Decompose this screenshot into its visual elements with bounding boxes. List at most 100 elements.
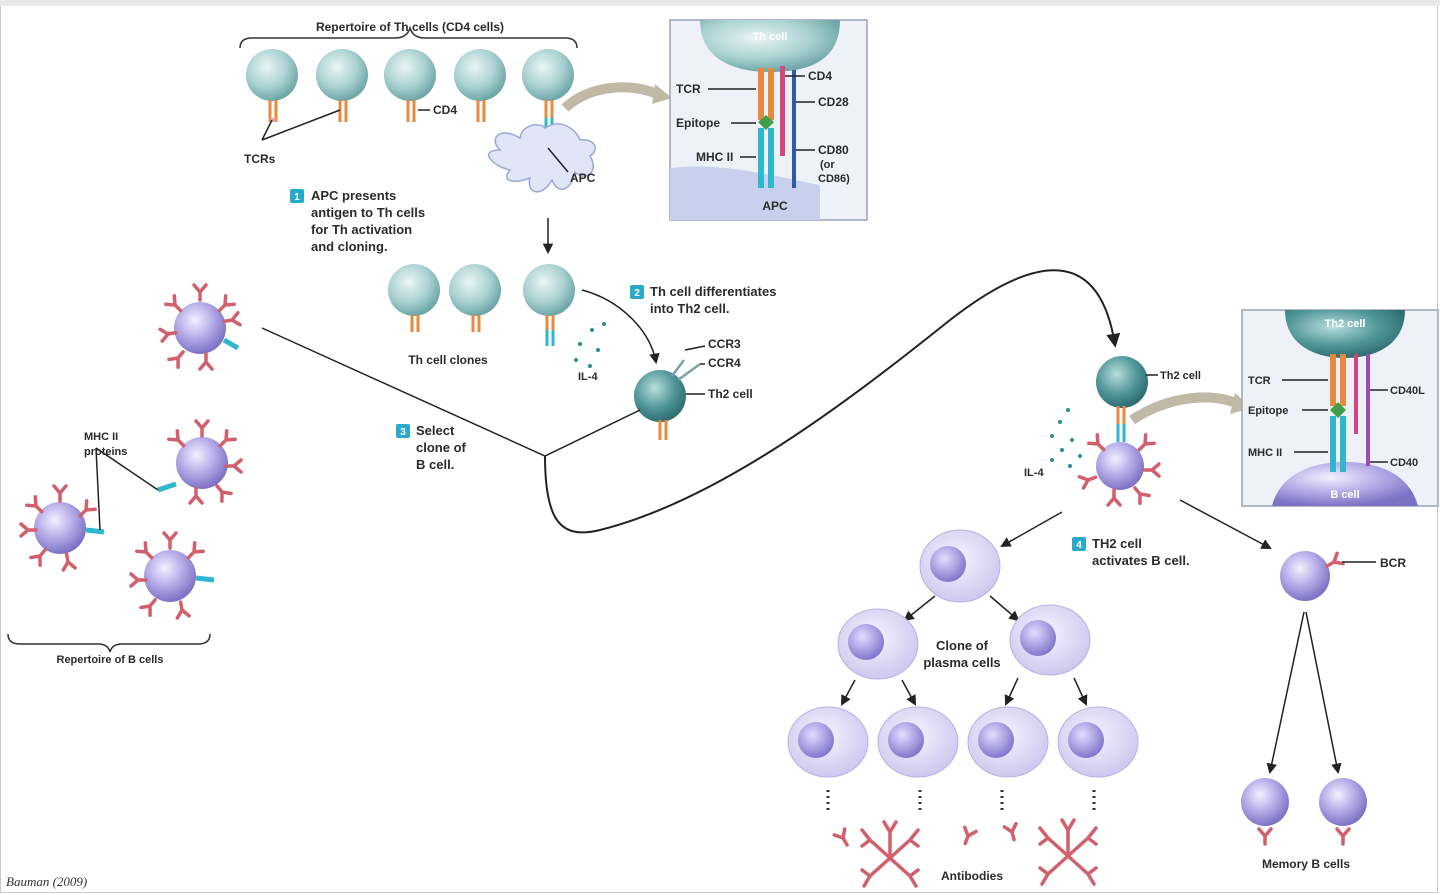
th-cell xyxy=(316,49,368,122)
inset1-epitope-label: Epitope xyxy=(676,116,720,130)
plasma-cell xyxy=(1057,706,1139,778)
arrow-to-plasma xyxy=(1000,511,1063,548)
inset1-th-cell-label: Th cell xyxy=(753,31,788,43)
mhc-proteins-label-1: MHC II xyxy=(84,431,118,443)
step-4-line-2: activates B cell. xyxy=(1092,553,1190,568)
plasma-label-2: plasma cells xyxy=(923,655,1000,670)
arrow-memory-r xyxy=(1305,611,1342,775)
step-2-line-1: Th cell differentiates xyxy=(650,284,776,299)
ccr4-label: CCR4 xyxy=(708,356,741,370)
th-clone xyxy=(388,264,440,332)
th-clones-label: Th cell clones xyxy=(408,353,488,367)
inset1-th-cell xyxy=(700,20,840,72)
b-cell xyxy=(129,531,215,620)
b-cell-activated xyxy=(1077,433,1161,507)
plasma-cell-bottom-row xyxy=(787,706,1139,778)
apc-label: APC xyxy=(570,171,596,185)
arrow-clone-to-th2 xyxy=(581,289,660,365)
plasma-cell-top xyxy=(919,529,1001,603)
th-cell-clones xyxy=(388,264,575,346)
arrow-memory-l xyxy=(1266,611,1305,775)
inset1-epitope xyxy=(758,115,774,130)
inset1-apc-label: APC xyxy=(762,199,788,213)
step-4-text: 4 TH2 cell activates B cell. xyxy=(1072,536,1190,568)
inset1-pointer-arrow xyxy=(561,82,662,112)
memory-b-cell-parent xyxy=(1280,551,1345,601)
tcrs-leaders xyxy=(261,109,341,141)
bcr-label: BCR xyxy=(1380,556,1406,570)
step-3-line-3: B cell. xyxy=(416,457,454,472)
arrow-plasma-r xyxy=(989,595,1020,622)
th-repertoire-brace xyxy=(239,25,578,49)
inset1-cd86-label: CD86) xyxy=(818,173,850,185)
mhc-proteins-label-2: proteins xyxy=(84,446,127,458)
il4-dots xyxy=(574,322,606,368)
antibody-pentamer xyxy=(860,820,920,888)
mhc-proteins-leaders xyxy=(95,447,159,531)
step-1-number: 1 xyxy=(294,192,300,203)
th2-cell xyxy=(634,359,701,440)
memory-b-cell xyxy=(1319,778,1367,846)
th2-label: Th2 cell xyxy=(708,387,753,401)
inset2-bcell-label: B cell xyxy=(1330,489,1359,501)
il4-dots-right xyxy=(1050,408,1082,468)
th-cell xyxy=(246,49,298,122)
th-cell xyxy=(384,49,436,122)
step-1-badge xyxy=(290,189,304,203)
il4-right-label: IL-4 xyxy=(1024,467,1044,479)
step-1-line-2: antigen to Th cells xyxy=(311,205,425,220)
memory-b-cell xyxy=(1241,778,1289,846)
step-4-number: 4 xyxy=(1076,540,1082,551)
inset-th2-bcell-synapse: Th2 cell B cell TCR Epitope MHC II CD40L… xyxy=(1241,309,1439,507)
b-cell xyxy=(19,484,105,572)
th2-cell-right xyxy=(1096,356,1148,442)
inset2-mhc-label: MHC II xyxy=(1248,447,1282,459)
step-3-text: 3 Select clone of B cell. xyxy=(396,423,467,472)
cd4-label: CD4 xyxy=(433,103,457,117)
b-cell-selected xyxy=(158,283,242,371)
plasma-cell xyxy=(877,706,959,778)
th-repertoire-label: Repertoire of Th cells (CD4 cells) xyxy=(316,20,504,34)
inset1-tcr-label: TCR xyxy=(676,82,701,96)
inset1-mhc-label: MHC II xyxy=(696,150,733,164)
step-1-line-1: APC presents xyxy=(311,188,396,203)
inset1-cd80-or-label: (or xyxy=(820,159,835,171)
step-2-number: 2 xyxy=(634,288,640,299)
step-2-line-2: into Th2 cell. xyxy=(650,301,729,316)
plasma-cell xyxy=(967,706,1049,778)
inset1-apc-surface xyxy=(670,166,820,220)
long-arrow-to-th2-activation xyxy=(544,269,1121,534)
inset1-cd28-label: CD28 xyxy=(818,95,849,109)
ccr3-label: CCR3 xyxy=(708,337,741,351)
b-cell xyxy=(157,419,243,505)
th2-cell-right-label: Th2 cell xyxy=(1160,370,1201,382)
arrow-plasma-l xyxy=(903,595,936,622)
apc-leader xyxy=(547,147,569,173)
inset2-epitope-label: Epitope xyxy=(1248,405,1288,417)
th-cell xyxy=(454,49,506,122)
memory-label: Memory B cells xyxy=(1262,857,1350,871)
arrow-to-memory xyxy=(1179,499,1272,549)
step-1-text: 1 APC presents antigen to Th cells for T… xyxy=(290,188,425,254)
source-credit: Bauman (2009) xyxy=(6,874,87,889)
inset1-cd4 xyxy=(780,66,785,156)
inset1-cd80-label: CD80 xyxy=(818,143,849,157)
inset2-tcr-label: TCR xyxy=(1248,375,1271,387)
top-border xyxy=(0,0,1440,6)
apc-cell xyxy=(488,123,596,193)
th-clone xyxy=(449,264,501,332)
antibodies-label: Antibodies xyxy=(941,869,1003,883)
step-4-line-1: TH2 cell xyxy=(1092,536,1142,551)
inset1-cd4-label: CD4 xyxy=(808,69,832,83)
antibodies xyxy=(832,818,1098,888)
plasma-cell xyxy=(837,608,919,680)
il4-label: IL-4 xyxy=(578,371,598,383)
inset2-pointer-arrow xyxy=(1129,392,1243,425)
plasma-cell xyxy=(787,706,869,778)
inset1-cd28-cd80 xyxy=(792,70,796,188)
inset1-pointer-head xyxy=(652,84,672,104)
step-3-number: 3 xyxy=(400,427,406,438)
th-clone xyxy=(523,264,575,346)
inset-th-apc-synapse: Th cell APC TCR Epitope MHC II CD4 CD28 … xyxy=(669,19,868,221)
step-3-line-2: clone of xyxy=(416,440,467,455)
